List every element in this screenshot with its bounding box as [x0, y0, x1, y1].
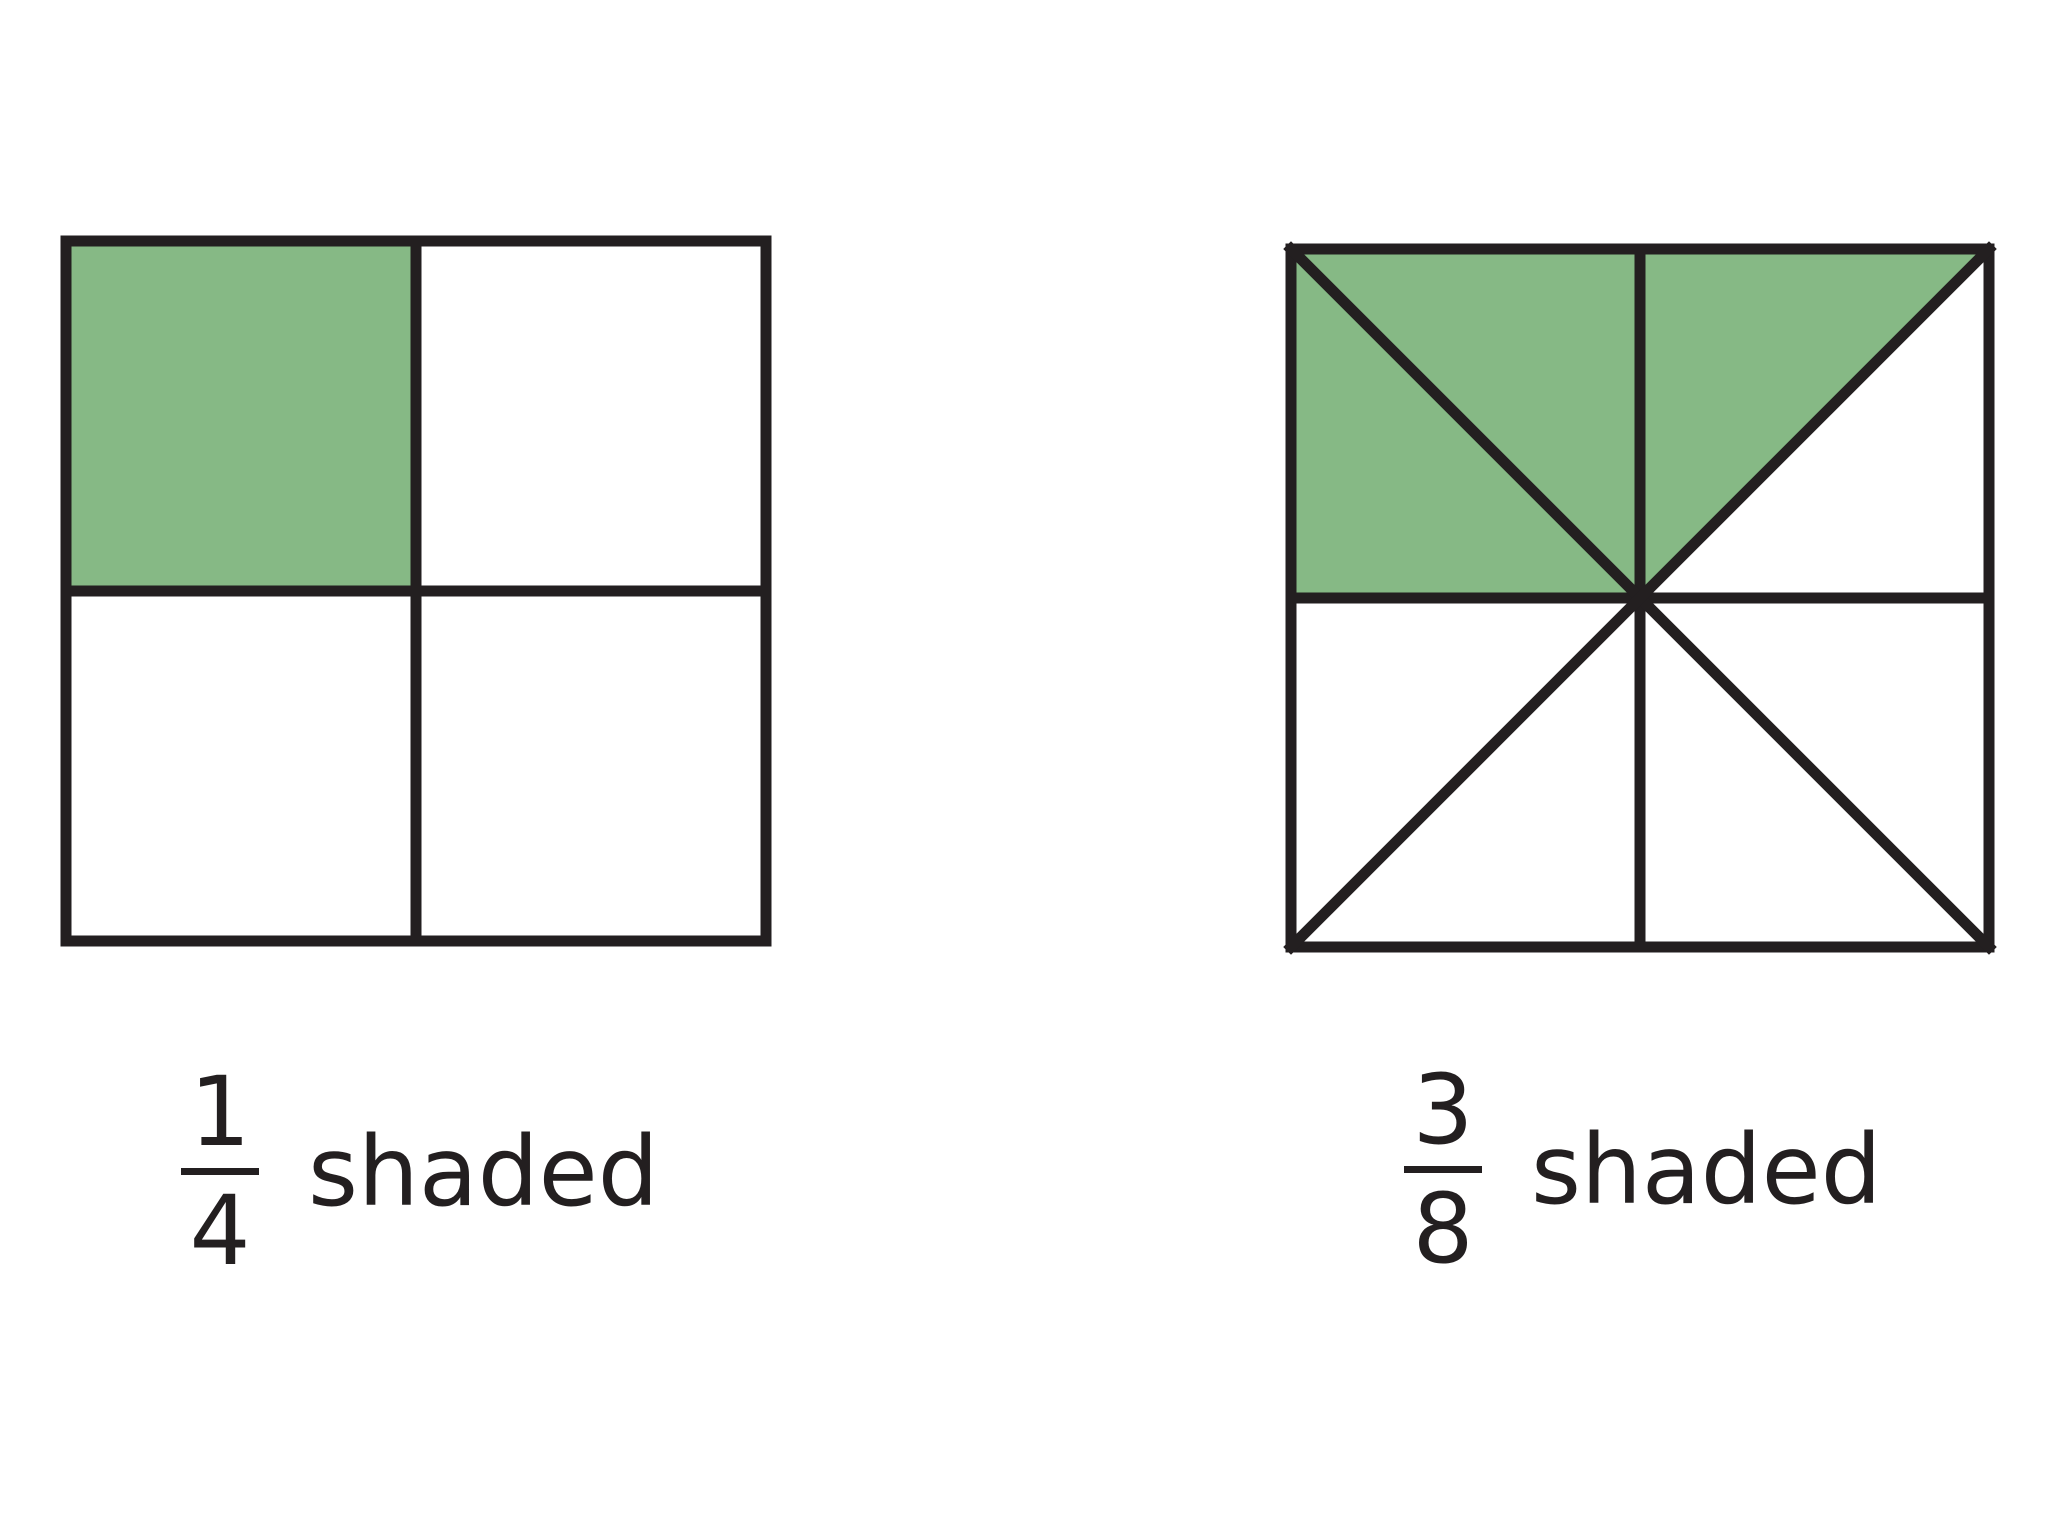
caption-word: shaded — [308, 1115, 659, 1228]
figure-three-eighths — [1283, 241, 1997, 955]
denominator: 4 — [189, 1175, 251, 1287]
fraction-bar — [181, 1168, 259, 1175]
caption-word: shaded — [1531, 1113, 1882, 1226]
caption-one-quarter: 1 4 shaded — [180, 1060, 659, 1283]
diagonal-top-right-bottom-left — [1283, 241, 1997, 955]
caption-three-eighths: 3 8 shaded — [1403, 1058, 1882, 1281]
numerator: 3 — [1412, 1054, 1474, 1166]
fraction-one-quarter: 1 4 — [180, 1060, 260, 1283]
fraction-bar — [1404, 1166, 1482, 1173]
numerator: 1 — [189, 1056, 251, 1168]
shaded-quarter — [66, 241, 416, 591]
fraction-three-eighths: 3 8 — [1403, 1058, 1483, 1281]
figure-one-quarter — [60, 235, 772, 947]
denominator: 8 — [1412, 1173, 1474, 1285]
